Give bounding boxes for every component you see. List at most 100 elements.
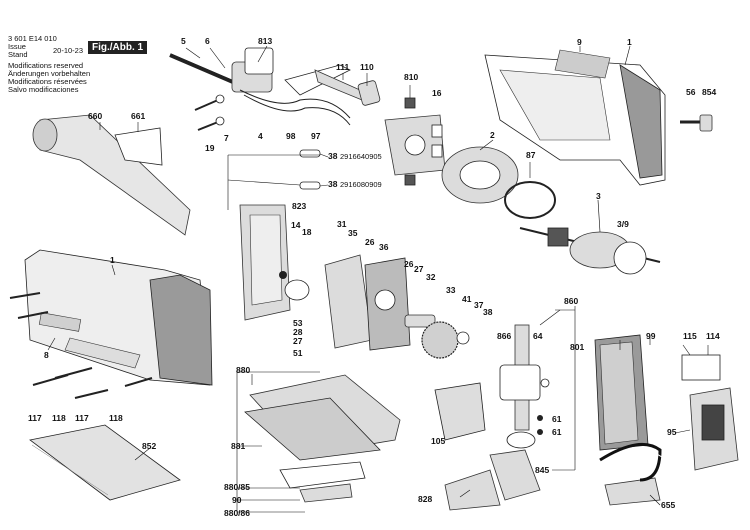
label-852: 852 <box>142 441 157 451</box>
label-19: 19 <box>205 143 215 153</box>
screws-left <box>9 292 153 399</box>
housing-upper-right <box>484 49 666 186</box>
label-655: 655 <box>661 500 676 510</box>
gear-plates <box>324 254 411 351</box>
label-37: 37 <box>474 300 484 310</box>
electronics-module <box>599 354 739 482</box>
gear-housing <box>239 204 310 321</box>
label-118-b: 118 <box>109 413 123 423</box>
label-26-b: 26 <box>404 259 414 269</box>
label-53: 53 <box>293 318 303 328</box>
label-660: 660 <box>88 111 103 121</box>
dust-nozzle <box>32 114 191 236</box>
pins-38 <box>299 149 321 190</box>
label-2: 2 <box>490 130 495 140</box>
label-31: 31 <box>337 219 347 229</box>
label-880: 880 <box>236 365 251 375</box>
brush-holder <box>384 97 446 186</box>
label-1-top: 1 <box>627 37 632 47</box>
label-866: 866 <box>497 331 512 341</box>
foot-plate <box>244 374 401 503</box>
figure-badge: Fig./Abb. 1 <box>88 41 148 54</box>
label-61-a: 61 <box>552 414 562 424</box>
label-661: 661 <box>131 111 146 121</box>
label-6: 6 <box>205 36 210 46</box>
note-en: Modifications reserved <box>8 61 84 70</box>
label-26-a: 26 <box>365 237 375 247</box>
screws-7-19 <box>194 94 225 131</box>
plunger-assembly <box>434 324 541 511</box>
label-56: 56 <box>686 87 696 97</box>
screw-56 <box>680 114 713 132</box>
doc-number: 3 601 E14 010 <box>8 34 57 43</box>
label-95: 95 <box>667 427 677 437</box>
base-plate <box>29 424 181 501</box>
cable-clamp-111 <box>284 64 363 101</box>
note-fr: Modifications réservées <box>8 77 87 86</box>
label-38-a: 38 <box>328 151 338 161</box>
label-38-c: 38 <box>483 307 493 317</box>
power-cord <box>169 47 351 126</box>
label-114: 114 <box>706 331 720 341</box>
label-16: 16 <box>432 88 442 98</box>
label-36: 36 <box>379 242 389 252</box>
label-51: 51 <box>293 348 303 358</box>
issue-label: Issue <box>8 42 26 51</box>
label-828: 828 <box>418 494 433 504</box>
label-813: 813 <box>258 36 273 46</box>
label-97: 97 <box>311 131 321 141</box>
label-4: 4 <box>258 131 263 141</box>
label-38-b: 38 <box>328 179 338 189</box>
label-32: 32 <box>426 272 436 282</box>
leader-lines <box>47 45 709 513</box>
label-1-left: 1 <box>110 255 115 265</box>
label-27-a: 27 <box>414 264 424 274</box>
label-860: 860 <box>564 296 579 306</box>
label-99: 99 <box>646 331 656 341</box>
gearbox-801 <box>594 334 661 506</box>
label-854: 854 <box>702 87 717 97</box>
label-28: 28 <box>293 327 303 337</box>
label-90: 90 <box>232 495 242 505</box>
label-27-b: 27 <box>293 336 303 346</box>
label-5: 5 <box>181 36 186 46</box>
label-118-a: 118 <box>52 413 66 423</box>
label-3: 3 <box>596 191 601 201</box>
label-7: 7 <box>224 133 229 143</box>
housing-lower-left <box>24 249 213 386</box>
label-117-b: 117 <box>75 413 89 423</box>
label-880-86: 880/86 <box>224 508 250 518</box>
label-881: 881 <box>231 441 246 451</box>
label-110: 110 <box>360 62 374 72</box>
note-de: Änderungen vorbehalten <box>8 69 91 78</box>
issue-date: 20-10-23 <box>53 46 84 55</box>
label-115: 115 <box>683 331 697 341</box>
small-parts-61 <box>537 378 550 435</box>
label-117-a: 117 <box>28 413 42 423</box>
note-es: Salvo modificaciones <box>8 85 79 94</box>
label-810: 810 <box>404 72 419 82</box>
label-111: 111 <box>336 62 350 72</box>
label-8: 8 <box>44 350 49 360</box>
label-33: 33 <box>446 285 456 295</box>
label-41: 41 <box>462 294 472 304</box>
armature <box>519 227 661 275</box>
label-98: 98 <box>286 131 296 141</box>
label-61-b: 61 <box>552 427 562 437</box>
label-801: 801 <box>570 342 585 352</box>
label-87: 87 <box>526 150 536 160</box>
label-880-85: 880/85 <box>224 482 250 492</box>
part-code-lower: 2916080909 <box>340 180 382 189</box>
label-64: 64 <box>533 331 543 341</box>
label-35: 35 <box>348 228 358 238</box>
label-823: 823 <box>292 201 307 211</box>
label-105: 105 <box>431 436 446 446</box>
part-code-upper: 2916640905 <box>340 152 382 161</box>
switch-110 <box>357 80 381 106</box>
field-stator <box>441 146 556 219</box>
label-14: 14 <box>291 220 301 230</box>
stand-label: Stand <box>8 50 28 59</box>
label-845: 845 <box>535 465 550 475</box>
label-3-9: 3/9 <box>617 219 629 229</box>
